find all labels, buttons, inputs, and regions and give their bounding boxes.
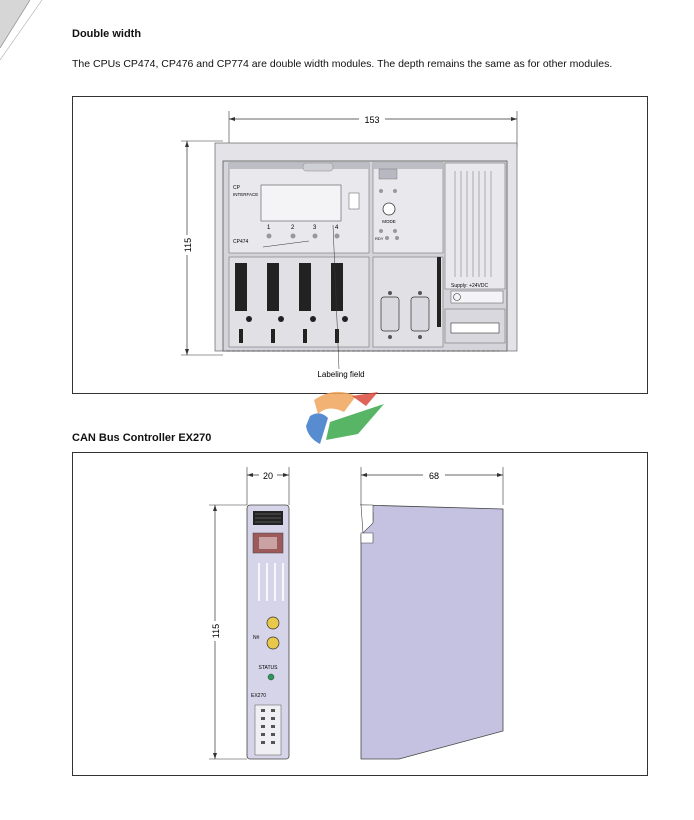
cpu-module-drawing: 153 115 CP INTERFACE CP474 1 2 3 4 [180,111,518,379]
mode-selector-dial [382,202,396,216]
dim-width-20: 20 [263,471,273,481]
page-corner-decoration [0,0,43,60]
cpu-display-window [260,184,342,222]
dim-width-153: 153 [364,115,379,125]
watermark-logo [306,391,384,444]
slot-number-3: 3 [313,225,317,231]
node-switch-high-icon [266,616,280,630]
figure-box-can-bus-controller: 20 68 115 N# [72,452,648,776]
ex270-side-view [359,504,504,760]
labeling-field-callout: Labeling field [317,370,364,379]
figure-box-double-width: 153 115 CP INTERFACE CP474 1 2 3 4 [72,96,648,394]
label-cp: CP [233,185,241,191]
dim-depth-68: 68 [429,471,439,481]
db9-connector-right [410,296,430,332]
label-rdy: RDY [375,236,384,241]
label-cp474: CP474 [233,239,249,245]
label-node-number: N# [253,635,260,641]
label-model-ex270: EX270 [251,693,266,699]
slot-number-1: 1 [267,225,271,231]
db9-connector-left [380,296,400,332]
section-heading-double-width: Double width [72,28,142,40]
slot-number-2: 2 [291,225,295,231]
status-led-icon [267,673,275,681]
label-mode: MODE [382,219,396,224]
section-paragraph: The CPUs CP474, CP476 and CP774 are doub… [72,58,613,70]
slot-number-4: 4 [335,225,339,231]
ex270-front-view [246,504,290,760]
label-supply: Supply: +24VDC [451,283,488,289]
label-interface: INTERFACE [233,192,258,197]
label-status: STATUS [259,665,279,671]
dim-height-115-ex270: 115 [211,624,221,638]
node-switch-low-icon [266,636,280,650]
section-heading-can-bus: CAN Bus Controller EX270 [72,432,212,444]
ex270-module-drawing: 20 68 115 N# [208,467,504,760]
dim-height-115: 115 [183,238,193,252]
